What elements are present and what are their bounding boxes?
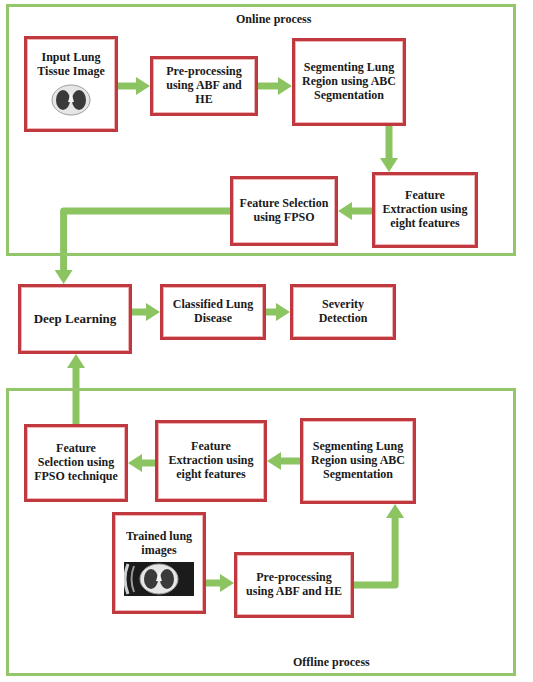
process-box: Deep Learning xyxy=(18,284,132,354)
box-label: Input Lung Tissue Image xyxy=(33,51,109,79)
flow-arrow xyxy=(206,580,220,587)
box-label: Feature Selection using FPSO xyxy=(239,197,329,225)
process-box: Input Lung Tissue Image xyxy=(24,36,118,132)
flow-arrow xyxy=(281,458,300,465)
ct-scan-image xyxy=(48,83,94,117)
process-box: Feature Extraction using eight features xyxy=(372,172,478,248)
flow-arrow xyxy=(352,208,372,215)
process-box: Pre-processing using ABF and HE xyxy=(150,56,258,116)
process-box: Feature Selection using FPSO xyxy=(230,176,338,246)
box-label: Pre-processing using ABF and HE xyxy=(159,65,249,106)
process-box: Feature Selection using FPSO technique xyxy=(24,424,128,502)
process-box: Trained lung images xyxy=(112,512,206,614)
box-label: Feature Selection using FPSO technique xyxy=(33,442,119,483)
panel-heading: Offline process xyxy=(291,655,372,670)
process-panel: Online processInput Lung Tissue ImagePre… xyxy=(6,4,516,256)
flow-arrow xyxy=(142,460,155,467)
box-label: Feature Extraction using eight features xyxy=(164,440,258,481)
flow-arrow xyxy=(73,368,80,424)
flow-arrow xyxy=(132,309,146,316)
flow-arrow xyxy=(266,309,276,316)
box-label: Trained lung images xyxy=(121,530,197,558)
flow-arrow xyxy=(64,211,230,270)
process-box: Feature Extraction using eight features xyxy=(155,420,267,502)
process-box: Severity Detection xyxy=(290,284,396,340)
panel-heading: Online process xyxy=(234,12,313,27)
box-label: Segmenting Lung Region using ABC Segment… xyxy=(309,440,407,481)
flow-arrow xyxy=(118,83,136,90)
flow-arrow xyxy=(354,518,395,585)
box-label: Segmenting Lung Region using ABC Segment… xyxy=(301,61,397,102)
box-label: Deep Learning xyxy=(34,312,117,327)
box-label: Pre-processing using ABF and HE xyxy=(243,571,345,599)
box-label: Feature Extraction using eight features xyxy=(381,189,469,230)
process-box: Segmenting Lung Region using ABC Segment… xyxy=(300,418,416,504)
process-panel: Offline process Feature Selection using F… xyxy=(6,388,516,676)
process-box: Pre-processing using ABF and HE xyxy=(234,552,354,618)
flow-arrow xyxy=(258,83,278,90)
process-box: Classified Lung Disease xyxy=(160,284,266,340)
box-label: Classified Lung Disease xyxy=(169,298,257,326)
box-label: Severity Detection xyxy=(299,298,387,326)
ct-scan-image xyxy=(124,562,194,596)
process-box: Segmenting Lung Region using ABC Segment… xyxy=(292,38,406,126)
flow-arrow xyxy=(386,126,393,158)
